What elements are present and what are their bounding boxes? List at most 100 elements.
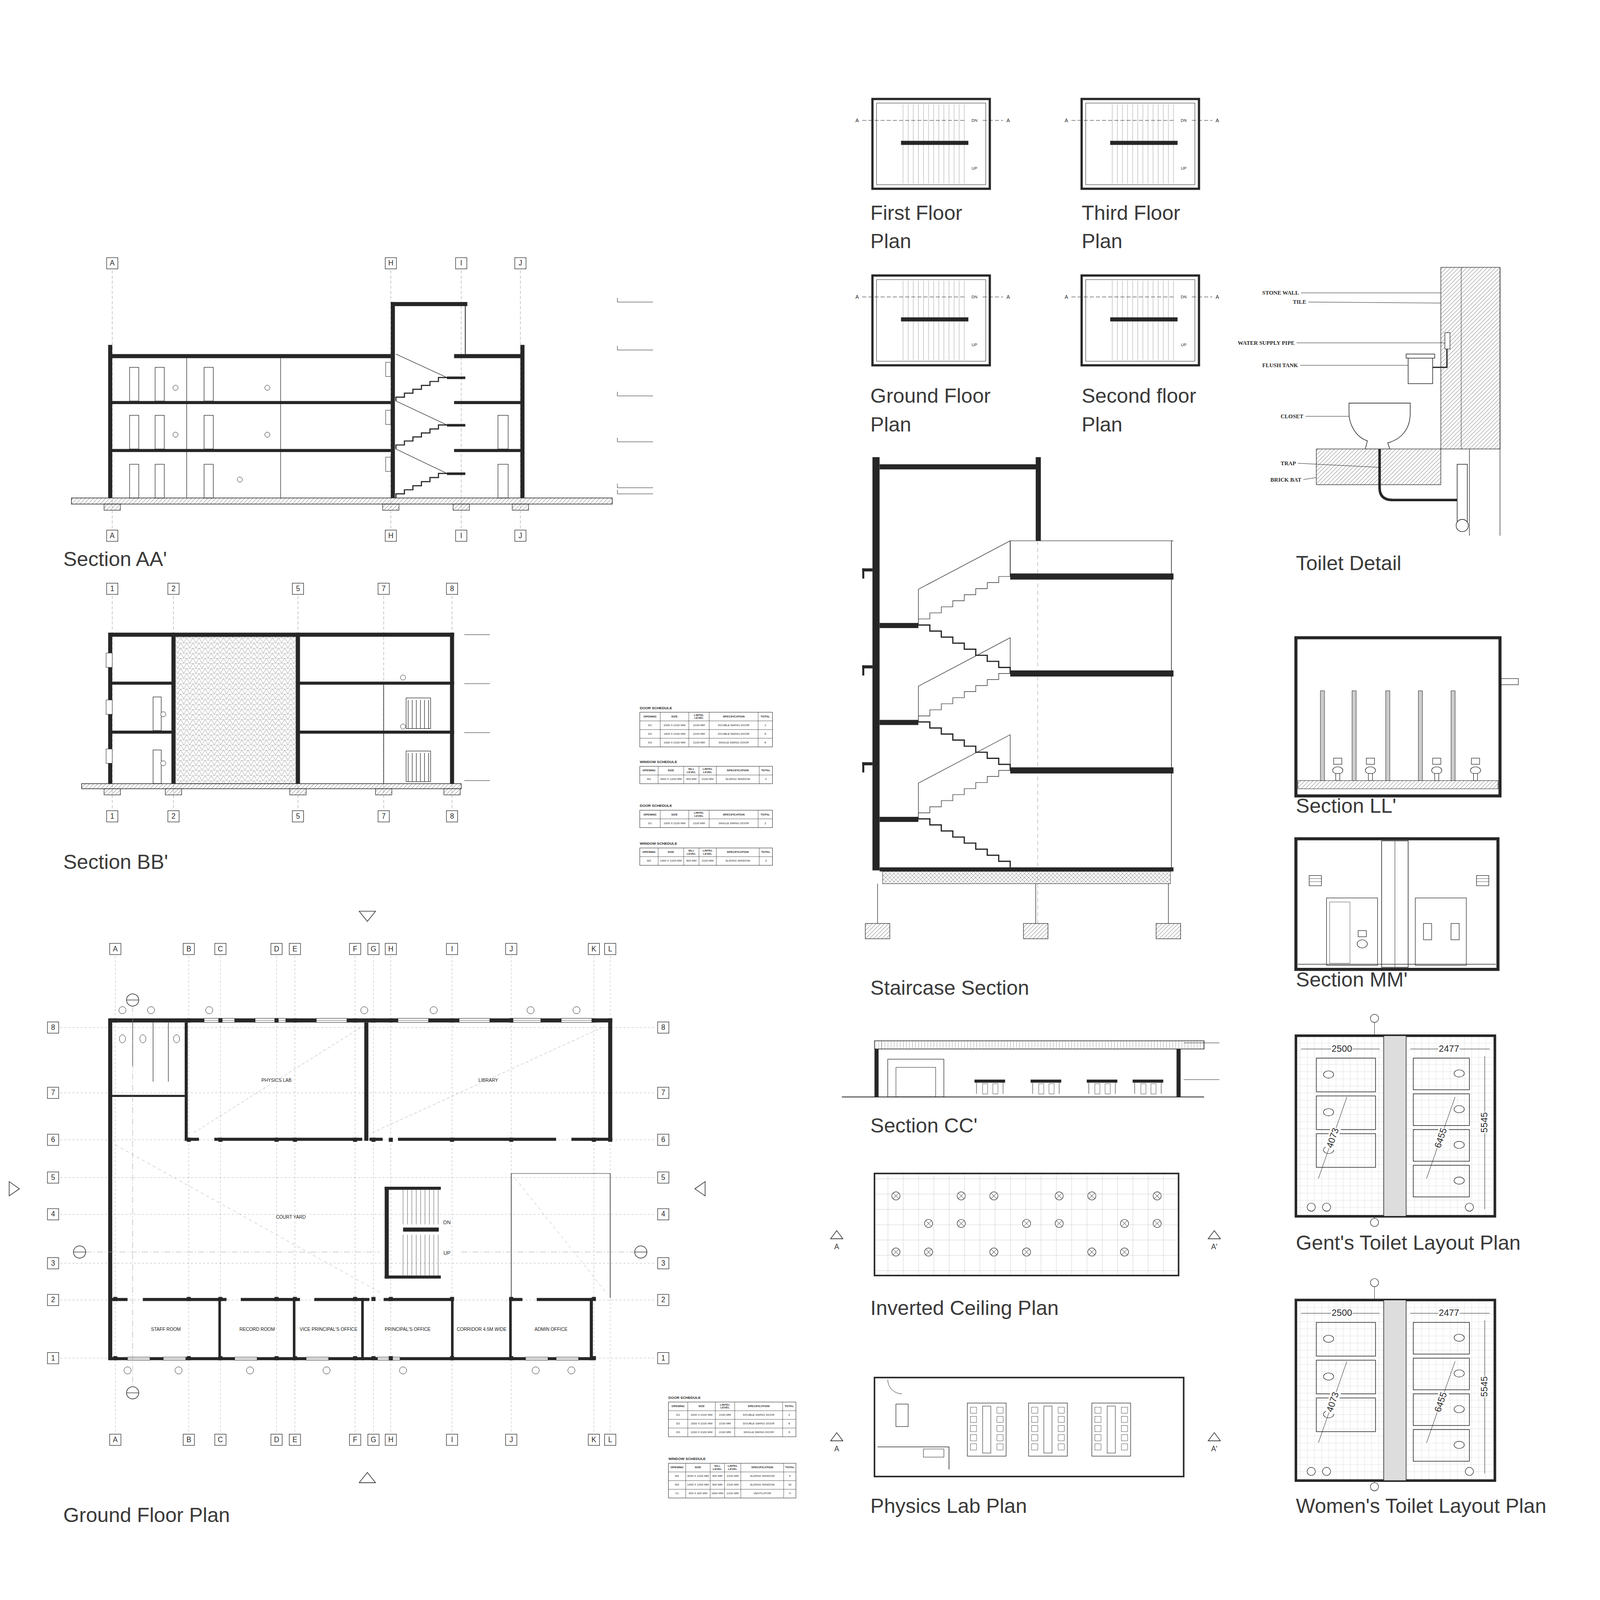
section-marker — [830, 1230, 843, 1239]
table-header: SIZE — [659, 810, 689, 819]
leader-line — [1298, 463, 1380, 468]
stair-flight — [918, 818, 1011, 868]
drawn-line — [617, 437, 618, 442]
duct-wall — [1383, 1299, 1407, 1481]
drawn-line — [617, 345, 618, 350]
wc-symbol — [1454, 1405, 1465, 1413]
leader-line — [1303, 477, 1317, 480]
drawing-title: Gent's Toilet Layout Plan — [1295, 1231, 1521, 1255]
wall — [383, 1298, 452, 1302]
grid-marker — [1370, 1482, 1379, 1491]
section-mark: A — [1064, 294, 1068, 301]
grid-bubble — [106, 810, 119, 822]
drawn-line — [429, 1189, 430, 1225]
tag-circle — [147, 1006, 155, 1014]
table-header: LINTEL LEVEL — [715, 1402, 735, 1411]
wall — [520, 344, 525, 499]
wc-bowl — [1470, 766, 1481, 775]
table-header: SIZE — [685, 1463, 711, 1472]
drawn-line — [893, 1249, 899, 1256]
table-cell: 2 — [782, 1410, 796, 1420]
railing — [918, 540, 1011, 626]
section-mark: A' — [1211, 1242, 1218, 1252]
grid-bubble — [378, 810, 390, 822]
drawn-line — [186, 358, 188, 499]
stair-flight — [918, 673, 1011, 723]
grid-bubble — [385, 529, 397, 542]
drawn-line — [1056, 1220, 1063, 1227]
grid-label: 2 — [661, 1295, 666, 1304]
grid-label: 6 — [51, 1135, 56, 1144]
section-line — [132, 1006, 133, 1387]
room-area: PHYSICS LAB — [188, 1024, 365, 1137]
schedule-heading: DOOR SCHEDULE — [639, 804, 673, 809]
drawn-line — [152, 1022, 154, 1082]
table-header: OPENING — [668, 1463, 686, 1472]
stool — [970, 1407, 977, 1413]
grid-bubble — [385, 943, 397, 955]
drawn-line — [1023, 1249, 1030, 1256]
grid-label: J — [518, 531, 523, 541]
wc-symbol — [1454, 1141, 1465, 1149]
schedule-table — [668, 1402, 796, 1437]
drawn-line — [424, 700, 425, 729]
column — [292, 1355, 297, 1361]
drawn-line — [437, 1234, 439, 1276]
section-line — [1071, 119, 1176, 121]
footing — [375, 788, 392, 795]
grid-bubble — [106, 583, 119, 595]
grid-bubble — [106, 529, 119, 542]
door-elevation — [895, 1067, 936, 1097]
grid-label: 5 — [296, 584, 301, 593]
table-cell: 2 — [758, 818, 773, 828]
grid-bubble — [657, 1352, 670, 1364]
section-mark: A — [855, 294, 859, 301]
table-header: SIZE — [659, 712, 689, 722]
urinal — [1450, 923, 1460, 941]
grid-line — [383, 596, 385, 810]
grid-label: K — [591, 945, 597, 954]
table-header: SPECIFICATION — [709, 810, 759, 819]
toilet-wall — [1295, 1035, 1495, 1217]
table-cell: 3000 X 1200 MM — [685, 1471, 711, 1481]
stair-direction: UP — [971, 342, 977, 348]
column — [292, 1137, 297, 1143]
vent — [1476, 875, 1489, 886]
tag-circle — [322, 1366, 331, 1375]
diagonal — [515, 1178, 608, 1294]
drawn-line — [407, 1234, 408, 1276]
grid-bubble — [47, 1022, 59, 1034]
lab-table — [1091, 1402, 1131, 1456]
table-header: SPECIFICATION — [740, 1463, 784, 1472]
column — [218, 1355, 223, 1361]
table-header: LINTEL LEVEL — [688, 810, 710, 819]
table-cell: SINGLE SWING DOOR — [709, 738, 759, 748]
room-name: CORRIDOR 4.5M WIDE — [456, 1326, 508, 1333]
window-mark — [106, 748, 113, 764]
landing-slab — [879, 816, 919, 822]
table-cell: SINGLE SWING DOOR — [709, 818, 759, 828]
wall — [384, 1186, 441, 1190]
stall — [1413, 1358, 1470, 1390]
room-name: LIBRARY — [477, 1077, 499, 1084]
wc-base — [1335, 773, 1341, 781]
drawn-line — [893, 1193, 899, 1200]
drawn-line — [1469, 448, 1470, 536]
drawn-line — [126, 999, 139, 1001]
grid-bubble — [604, 1433, 617, 1446]
wc-symbol — [1454, 1177, 1465, 1185]
drawn-line — [639, 774, 773, 776]
dimension: 2477 — [1438, 1043, 1460, 1055]
grid-label: D — [274, 945, 280, 954]
screen-ground — [175, 636, 297, 784]
drawn-line — [1309, 878, 1322, 879]
window-opening — [398, 1018, 429, 1023]
table-cell: D3 — [668, 1428, 688, 1437]
stool — [1031, 1444, 1038, 1450]
tag-circle — [532, 1366, 540, 1375]
wash-basin — [1322, 1467, 1331, 1476]
table-cell: 2100 MM — [699, 856, 717, 866]
drawn-line — [1154, 1220, 1161, 1227]
window-mark — [385, 362, 391, 377]
wall — [1295, 838, 1498, 970]
